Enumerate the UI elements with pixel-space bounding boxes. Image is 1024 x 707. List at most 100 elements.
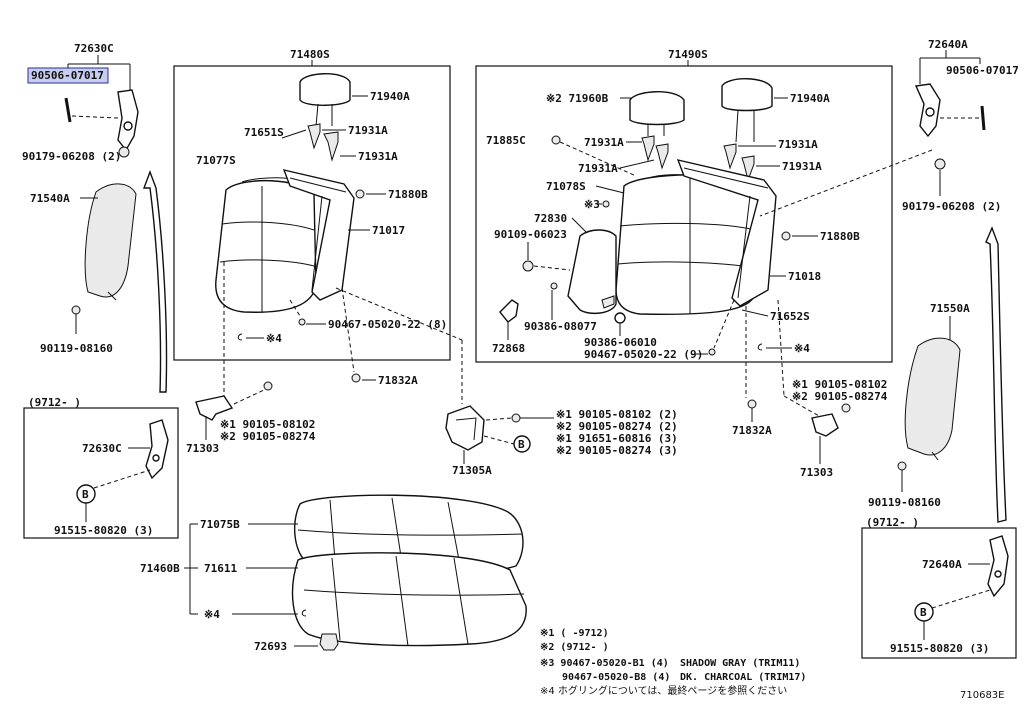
hinge-72630C-inset	[145, 419, 169, 480]
strip-left	[142, 170, 168, 393]
svg-text:71460B: 71460B	[140, 562, 180, 575]
footnote-1: ※1 ( -9712)	[540, 628, 609, 639]
nut-90179-right	[934, 158, 946, 170]
svg-text:71931A: 71931A	[584, 136, 624, 149]
svg-text:90179-06208 (2): 90179-06208 (2)	[22, 150, 121, 163]
header-72640A: 72640A	[928, 38, 968, 51]
svg-text:72640A: 72640A	[922, 558, 962, 571]
svg-text:72830: 72830	[534, 212, 567, 225]
svg-text:71611: 71611	[204, 562, 237, 575]
hinge-71303-right	[811, 413, 839, 437]
svg-text:71078S: 71078S	[546, 180, 586, 193]
svg-text:71940A: 71940A	[790, 92, 830, 105]
clip-71885C	[551, 135, 561, 145]
trim-note-1: SHADOW GRAY (TRIM11)	[680, 658, 800, 669]
svg-text:※4: ※4	[266, 332, 282, 345]
svg-text:71931A: 71931A	[782, 160, 822, 173]
svg-text:※2 90105-08274: ※2 90105-08274	[792, 390, 888, 403]
svg-text:71075B: 71075B	[200, 518, 240, 531]
svg-text:90467-05020-22 (9): 90467-05020-22 (9)	[584, 348, 703, 361]
headrest-71940A-left	[299, 73, 351, 106]
svg-text:71880B: 71880B	[388, 188, 428, 201]
diagram-id: 710683E	[960, 690, 1005, 701]
header-72630C: 72630C	[74, 42, 114, 55]
inset-left-frame	[23, 407, 179, 539]
svg-text:71077S: 71077S	[196, 154, 236, 167]
svg-text:90506-07017: 90506-07017	[946, 64, 1019, 77]
right-assembly-frame	[475, 65, 893, 363]
trim-note-2: DK. CHARCOAL (TRIM17)	[680, 672, 806, 683]
highlight-90506-07017[interactable]	[27, 67, 109, 84]
clip-71880B-right	[781, 231, 791, 241]
svg-text:71931A: 71931A	[348, 124, 388, 137]
svg-text:71931A: 71931A	[578, 162, 618, 175]
guide-71931A-left-1	[307, 123, 321, 150]
svg-text:71880B: 71880B	[820, 230, 860, 243]
svg-text:72693: 72693	[254, 640, 287, 653]
svg-text:90109-06023: 90109-06023	[494, 228, 567, 241]
footnote-2: ※2 (9712- )	[540, 642, 609, 653]
clip-72693	[319, 633, 339, 651]
footnote-3b: 90467-05020-B8 (4)	[562, 672, 670, 683]
hinge-71303-left	[195, 395, 234, 421]
svg-text:71303: 71303	[186, 442, 219, 455]
svg-text:(9712- ): (9712- )	[866, 516, 919, 529]
seat-frame-71611	[291, 552, 527, 647]
cover-71540A	[84, 183, 137, 298]
svg-text:71931A: 71931A	[358, 150, 398, 163]
cover-71550A	[904, 337, 961, 456]
frame-71018	[676, 159, 777, 307]
bolt-90119-left	[71, 305, 81, 315]
armrest-72830	[567, 229, 617, 315]
header-71480S: 71480S	[290, 48, 330, 61]
svg-text:※1 90105-08102: ※1 90105-08102	[792, 378, 887, 391]
svg-text:71017: 71017	[372, 224, 405, 237]
svg-text:※1 91651-60816 (3): ※1 91651-60816 (3)	[556, 432, 678, 445]
svg-text:71940A: 71940A	[370, 90, 410, 103]
footnote-4: ※4 ホグリングについては、最終ページを参照ください	[540, 684, 787, 697]
svg-text:※3: ※3	[584, 198, 600, 211]
header-71490S: 71490S	[668, 48, 708, 61]
svg-text:90386-06010: 90386-06010	[584, 336, 657, 349]
back-cushion-left	[215, 179, 317, 313]
svg-text:※1 90105-08102 (2): ※1 90105-08102 (2)	[556, 408, 678, 421]
svg-text:90179-06208 (2): 90179-06208 (2)	[902, 200, 1001, 213]
bolt-90109	[522, 260, 534, 272]
svg-text:71303: 71303	[800, 466, 833, 479]
svg-text:※2 90105-08274 (3): ※2 90105-08274 (3)	[556, 444, 678, 457]
label-90506-07017-left[interactable]: 90506-07017	[31, 69, 104, 82]
svg-text:71550A: 71550A	[930, 302, 970, 315]
nut-90179-left	[118, 146, 130, 158]
svg-text:90467-05020-22 (8): 90467-05020-22 (8)	[328, 318, 447, 331]
hinge-71305A	[445, 405, 485, 451]
svg-text:※2 90105-08274 (2): ※2 90105-08274 (2)	[556, 420, 678, 433]
bolt-90119-right	[897, 461, 907, 471]
inset-right-frame	[861, 527, 1017, 659]
svg-text:72868: 72868	[492, 342, 525, 355]
hinge-72640A-inset	[987, 535, 1009, 598]
svg-text:72630C: 72630C	[82, 442, 122, 455]
svg-text:71305A: 71305A	[452, 464, 492, 477]
frame-71017	[282, 169, 355, 301]
svg-text:71652S: 71652S	[770, 310, 810, 323]
hinge-72630C	[117, 89, 139, 152]
bolt-90506-right	[980, 105, 986, 131]
callout-B-center	[513, 435, 531, 453]
svg-text:90386-08077: 90386-08077	[524, 320, 597, 333]
bolt-90506-left	[64, 97, 72, 123]
svg-text:※2 90105-08274: ※2 90105-08274	[220, 430, 316, 443]
headrest-71940A-right	[721, 78, 773, 112]
svg-text:(9712- ): (9712- )	[28, 396, 81, 409]
bracket-72868	[499, 299, 519, 323]
guide-71931A-left-2	[323, 131, 339, 162]
svg-text:90119-08160: 90119-08160	[868, 496, 941, 509]
svg-text:71931A: 71931A	[778, 138, 818, 151]
headrest-71960B	[629, 91, 685, 126]
svg-text:※1 90105-08102: ※1 90105-08102	[220, 418, 315, 431]
svg-text:91515-80820 (3): 91515-80820 (3)	[54, 524, 153, 537]
svg-text:71018: 71018	[788, 270, 821, 283]
svg-text:71885C: 71885C	[486, 134, 526, 147]
svg-text:91515-80820 (3): 91515-80820 (3)	[890, 642, 989, 655]
svg-text:90119-08160: 90119-08160	[40, 342, 113, 355]
